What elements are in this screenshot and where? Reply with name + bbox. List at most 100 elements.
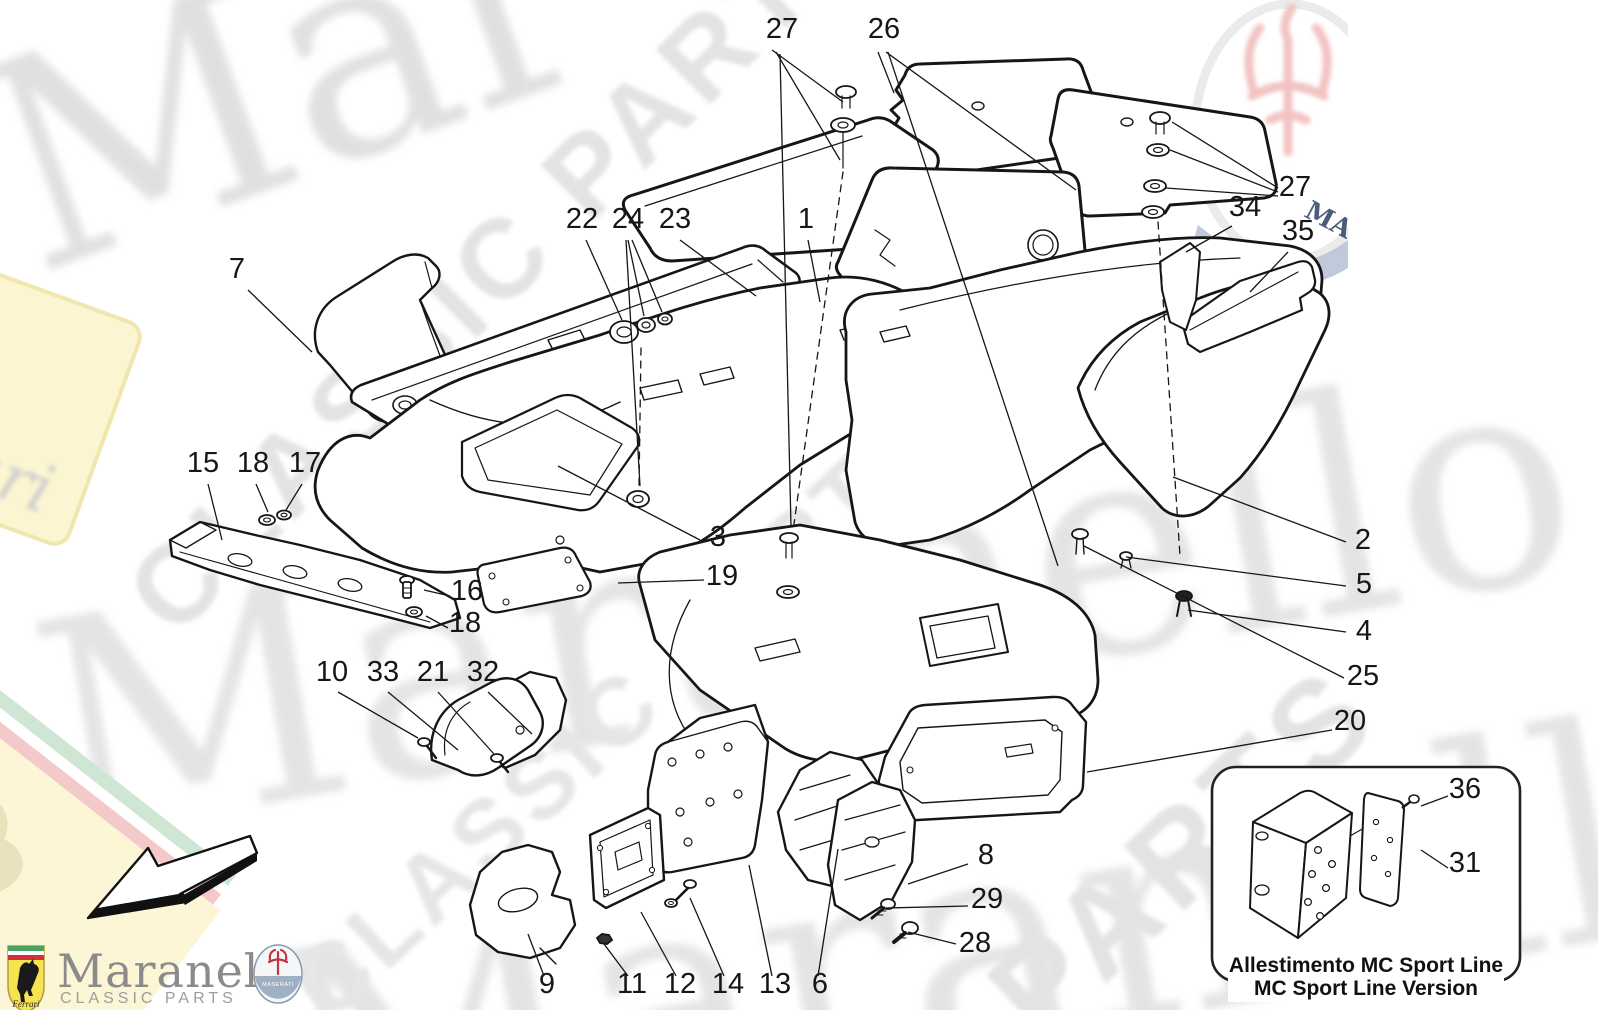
maranello-classic-parts-logo: Ferrari Maranello CLASSIC PARTS MASERATI	[0, 938, 330, 1010]
part-side-panel-8	[826, 780, 917, 922]
bolt-14	[664, 879, 697, 908]
leader-line-18	[255, 483, 269, 513]
callout-11: 11	[617, 968, 647, 1000]
callout-23: 23	[659, 203, 691, 235]
leader-line-7	[247, 289, 313, 353]
leader-line-26	[877, 51, 895, 94]
part-heel-pad-3	[460, 393, 641, 512]
leader-line-34	[1185, 225, 1233, 253]
leader-line-5	[1125, 556, 1347, 587]
callout-13: 13	[759, 968, 791, 1000]
leader-line-33	[387, 691, 459, 751]
leader-line-16	[423, 589, 451, 597]
callout-29: 29	[971, 883, 1003, 915]
fasteners	[258, 85, 1193, 945]
leader-line-19	[617, 579, 705, 584]
pin-25	[1071, 528, 1089, 555]
callout-18: 18	[449, 607, 481, 639]
grommets-22-24	[609, 312, 673, 508]
callout-14: 14	[712, 968, 744, 1000]
leader-line-24	[631, 239, 663, 313]
maserati-logo: MASERATI	[253, 944, 303, 1004]
callout-36: 36	[1449, 773, 1481, 805]
leader-line-25	[1083, 545, 1345, 679]
part-trim-34	[1159, 242, 1201, 331]
part-tray-20	[877, 695, 1088, 822]
callout-24: 24	[612, 203, 644, 235]
callout-19: 19	[706, 560, 738, 592]
leader-line-12	[640, 911, 677, 977]
leader-line-13	[748, 864, 773, 977]
brand-tagline: CLASSIC PARTS	[60, 990, 237, 1007]
leader-line-23	[679, 239, 757, 297]
leader-line-27	[1165, 187, 1279, 197]
part-sill-trim-15	[168, 520, 462, 630]
mc-sport-line-inset: Allestimento MC Sport Line MC Sport Line…	[1210, 765, 1522, 1002]
fastener-button-27-top	[830, 85, 857, 169]
callout-7: 7	[229, 253, 245, 285]
leader-line-27	[779, 53, 792, 528]
inset-bracket-31	[1249, 789, 1393, 939]
callout-5: 5	[1356, 568, 1372, 600]
callout-15: 15	[187, 447, 219, 479]
leader-line-32	[487, 691, 533, 735]
leader-line-15	[207, 483, 223, 541]
callout-34: 34	[1229, 191, 1261, 223]
pin-4	[1175, 590, 1193, 617]
callout-9: 9	[539, 968, 555, 1000]
callout-31: 31	[1449, 847, 1481, 879]
part-trim-35	[1180, 260, 1317, 354]
leader-line-26	[885, 51, 1077, 191]
callout-33: 33	[367, 656, 399, 688]
leader-line-28	[907, 931, 957, 945]
leader-line-36	[1420, 795, 1449, 807]
screw-21	[490, 753, 510, 774]
callout-4: 4	[1356, 615, 1372, 647]
screw-10	[417, 737, 438, 760]
callout-21: 21	[417, 656, 449, 688]
washers-18-17	[258, 509, 292, 526]
part-plate-12	[588, 806, 666, 910]
callout-1: 1	[798, 203, 814, 235]
leader-line-22	[585, 239, 623, 321]
ferrari-shield-logo: Ferrari	[7, 945, 45, 1010]
callout-12: 12	[664, 968, 696, 1000]
leader-line-20	[1086, 729, 1333, 773]
leader-line-24	[625, 239, 641, 487]
watermark-ferrari-shield-bottom	[0, 671, 237, 1010]
screw-29	[870, 898, 896, 920]
callout-3: 3	[710, 521, 726, 553]
leader-line-11	[603, 943, 629, 977]
leader-line-27	[1171, 121, 1279, 189]
leader-line-27	[771, 49, 844, 103]
callout-6: 6	[812, 968, 828, 1000]
leader-line-10	[337, 691, 419, 739]
leader-line-8	[907, 863, 969, 885]
leader-line-1	[807, 239, 821, 303]
callout-18: 18	[237, 447, 269, 479]
leader-line-9	[527, 933, 545, 977]
callout-27: 27	[766, 13, 798, 45]
part-plate-19	[476, 546, 592, 614]
leader-line-21	[437, 691, 495, 755]
leader-line-17	[285, 483, 303, 511]
callout-20: 20	[1334, 705, 1366, 737]
callout-16: 16	[451, 575, 483, 607]
leader-line-3	[557, 465, 701, 541]
callout-28: 28	[959, 927, 991, 959]
leader-line-26	[887, 51, 1059, 567]
fastener-clip-27-mid	[776, 532, 800, 599]
leader-line-29	[885, 905, 969, 909]
direction-arrow	[86, 834, 259, 920]
callout-2: 2	[1355, 524, 1371, 556]
part-bracket-9	[468, 843, 577, 965]
inset-title-backplate	[1228, 950, 1504, 1002]
callout-26: 26	[868, 13, 900, 45]
callout-22: 22	[566, 203, 598, 235]
ferrari-label: Ferrari	[12, 999, 40, 1009]
maserati-label: MASERATI	[262, 982, 294, 988]
nut-11	[595, 933, 614, 945]
